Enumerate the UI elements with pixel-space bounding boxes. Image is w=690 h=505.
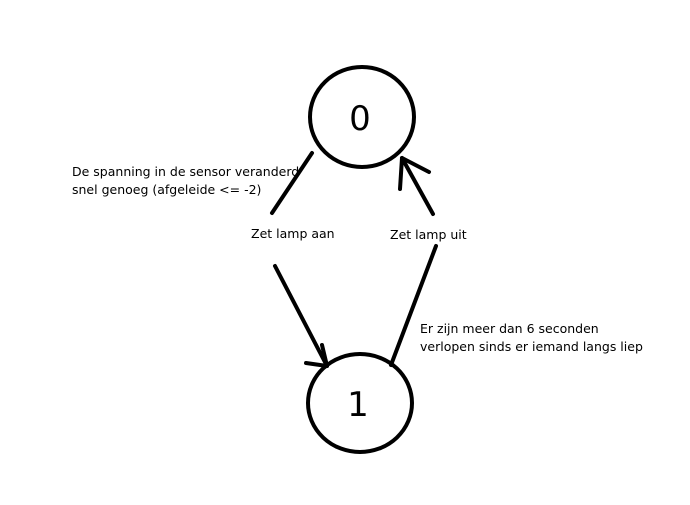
state-0: 0 — [308, 65, 416, 169]
condition-line: Er zijn meer dan 6 seconden — [420, 321, 599, 336]
transition-0-to-1-arrowhead — [304, 343, 329, 368]
transition-0-to-1-condition: De spanning in de sensor veranderd snel … — [72, 163, 299, 199]
transition-1-to-0-condition: Er zijn meer dan 6 seconden verlopen sin… — [420, 320, 643, 356]
state-0-label: 0 — [349, 99, 371, 139]
transition-0-to-1-action: Zet lamp aan — [251, 226, 335, 241]
transition-0-to-1-upper-segment — [270, 151, 314, 215]
state-1-circle — [306, 352, 414, 454]
condition-line: De spanning in de sensor veranderd — [72, 164, 300, 179]
condition-line: verlopen sinds er iemand langs liep — [420, 339, 643, 354]
state-1: 1 — [306, 352, 414, 454]
transition-1-to-0-arrowhead — [398, 156, 431, 191]
transition-1-to-0-upper-segment — [400, 156, 435, 216]
condition-line: snel genoeg (afgeleide <= -2) — [72, 182, 262, 197]
state-1-label: 1 — [347, 385, 369, 425]
state-0-circle — [308, 65, 416, 169]
transition-1-to-0-lower-segment — [389, 244, 438, 367]
transition-0-to-1-lower-segment — [273, 264, 329, 368]
transition-1-to-0-action: Zet lamp uit — [390, 227, 467, 242]
